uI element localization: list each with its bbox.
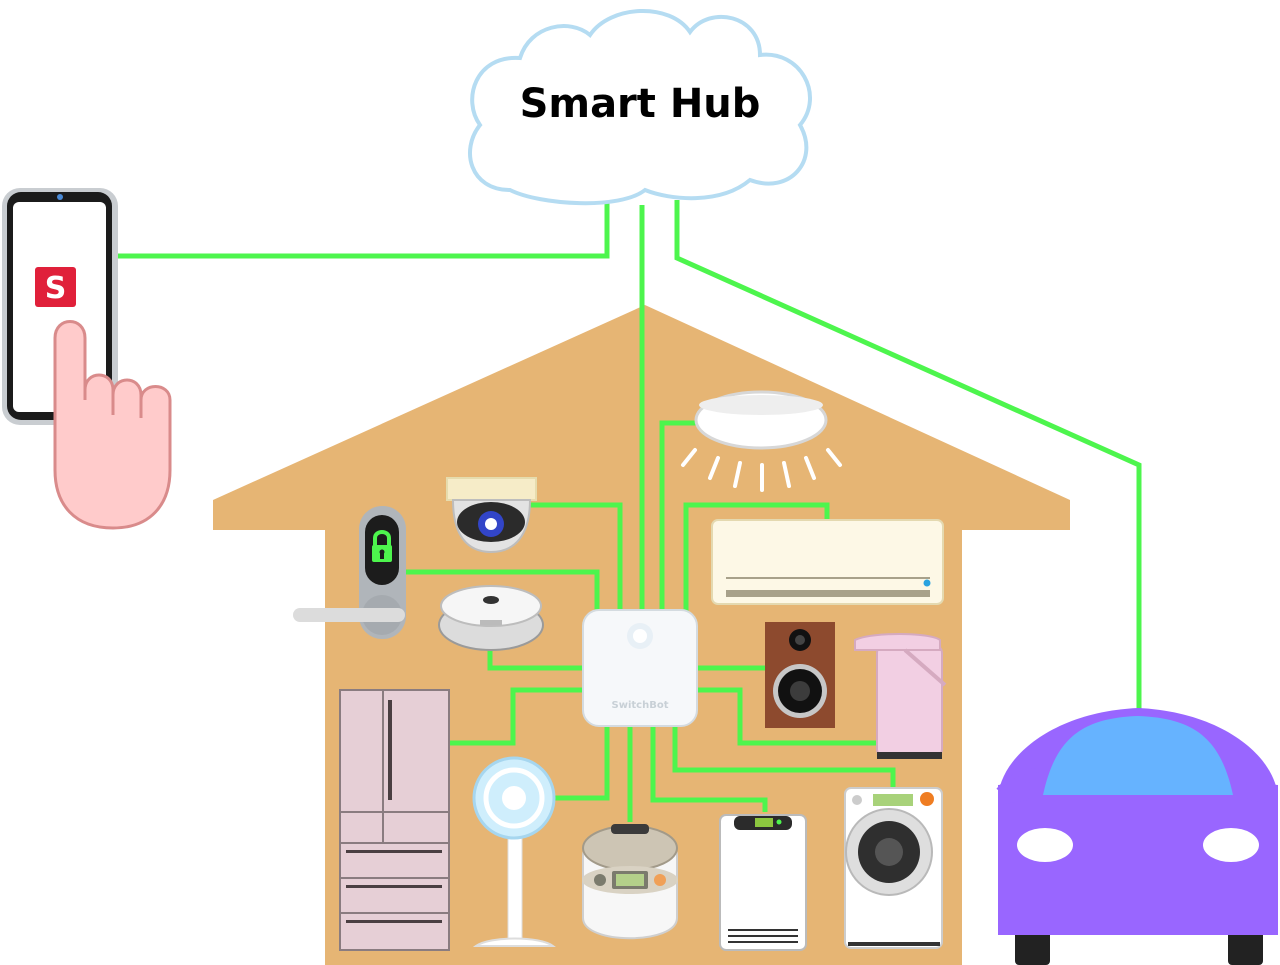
robot-vacuum-icon [438, 585, 544, 651]
connection-lines [118, 200, 1142, 822]
car-icon [996, 708, 1278, 965]
pointing-hand-icon [53, 320, 172, 530]
link-purifier [650, 725, 768, 812]
link-washer [672, 725, 896, 790]
speaker-icon [765, 622, 835, 728]
washing-machine-icon [844, 787, 943, 949]
electric-fan-icon [472, 756, 556, 947]
air-purifier-icon [719, 814, 807, 951]
link-phone-cloud [118, 200, 610, 259]
app-icon-letter: S [45, 271, 67, 306]
switchbot-brand: SwitchBot [612, 700, 669, 711]
link-light [659, 420, 700, 612]
link-fridge [450, 687, 585, 746]
link-fan [555, 725, 610, 801]
rice-cooker-icon [582, 824, 678, 940]
app-icon[interactable]: S [35, 267, 76, 307]
link-lock [405, 569, 600, 612]
switchbot-hub: SwitchBot [582, 609, 698, 727]
link-kettle [695, 687, 878, 746]
ceiling-light-icon [681, 390, 842, 492]
link-cloud-car [674, 200, 1142, 712]
security-camera-icon [446, 477, 537, 554]
hub-title: Smart Hub [520, 81, 761, 127]
link-camera [530, 502, 623, 612]
refrigerator-icon [339, 689, 450, 951]
link-aircon [683, 502, 830, 612]
cloud-smart-hub: Smart Hub [468, 9, 812, 206]
smart-lock-icon [293, 506, 406, 639]
air-conditioner-icon [711, 519, 944, 605]
electric-kettle-icon [854, 633, 947, 759]
link-vacuum [487, 650, 585, 671]
